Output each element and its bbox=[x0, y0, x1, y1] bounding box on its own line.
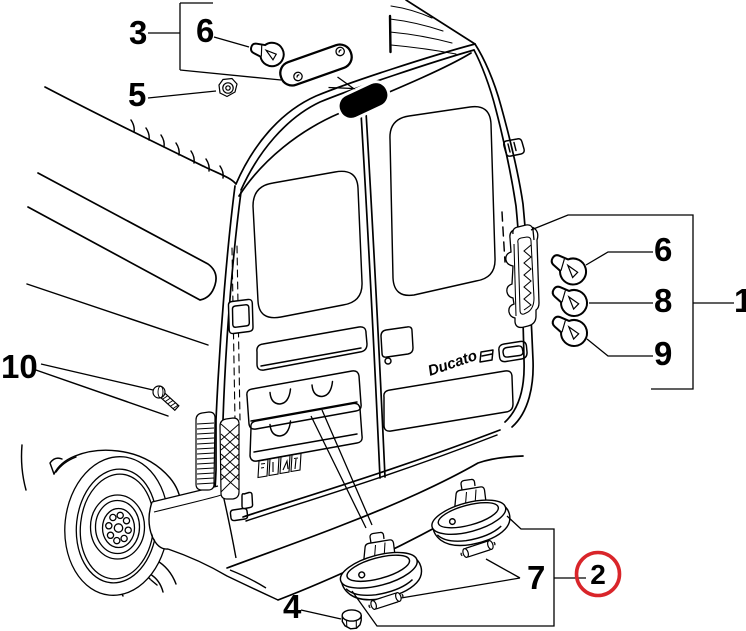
svg-text:8: 8 bbox=[654, 282, 672, 319]
svg-text:3: 3 bbox=[129, 14, 147, 51]
svg-text:6: 6 bbox=[654, 231, 672, 268]
svg-text:1: 1 bbox=[734, 282, 746, 319]
svg-text:6: 6 bbox=[196, 12, 214, 49]
svg-text:9: 9 bbox=[654, 335, 672, 372]
svg-text:5: 5 bbox=[128, 76, 146, 113]
svg-text:10: 10 bbox=[1, 348, 38, 385]
svg-text:2: 2 bbox=[590, 559, 606, 590]
svg-text:4: 4 bbox=[283, 588, 302, 625]
svg-text:7: 7 bbox=[527, 559, 545, 596]
